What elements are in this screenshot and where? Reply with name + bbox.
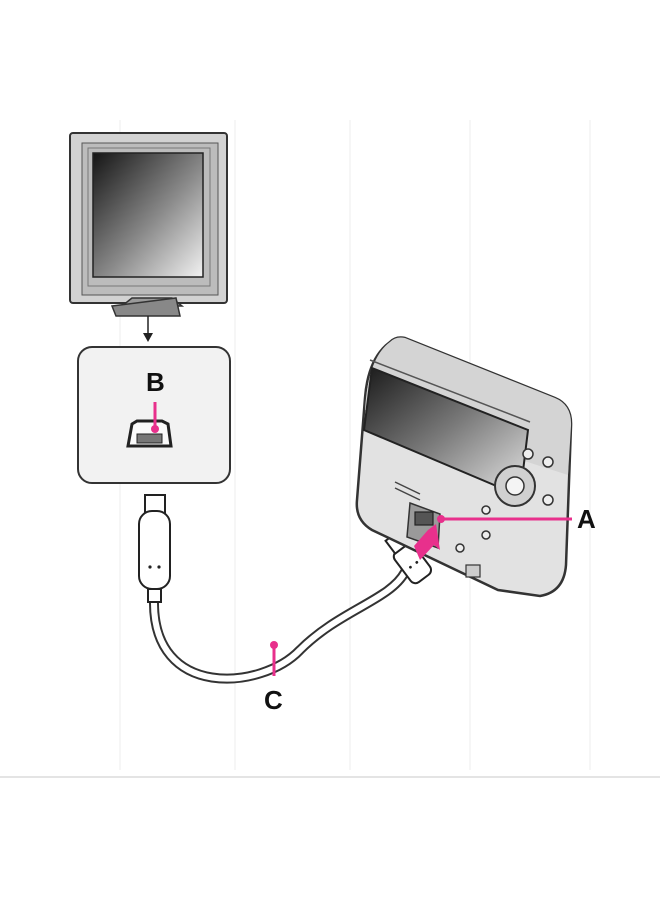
callout-c-dot bbox=[270, 641, 278, 649]
callout-b-dot bbox=[151, 425, 159, 433]
hdmi-port-detail: B bbox=[77, 346, 231, 484]
down-arrow-icon bbox=[143, 316, 153, 342]
hdmi-cable-icon: C bbox=[138, 494, 433, 715]
insertion-arrow-icon bbox=[414, 524, 440, 560]
callout-a-dot bbox=[437, 515, 445, 523]
tv-plug-body bbox=[138, 510, 171, 590]
tv-plug-neck bbox=[147, 588, 162, 603]
camera-hdmi-jack bbox=[414, 511, 434, 526]
control-dial-icon bbox=[494, 465, 536, 507]
tv-monitor-icon bbox=[69, 132, 228, 317]
hdmi-port-icon bbox=[126, 419, 173, 448]
callout-b-label: B bbox=[146, 367, 165, 397]
callout-a-label: A bbox=[577, 504, 596, 534]
background-grid bbox=[119, 120, 591, 770]
digital-camera-icon: A bbox=[355, 336, 596, 598]
callout-c-label: C bbox=[264, 685, 283, 715]
